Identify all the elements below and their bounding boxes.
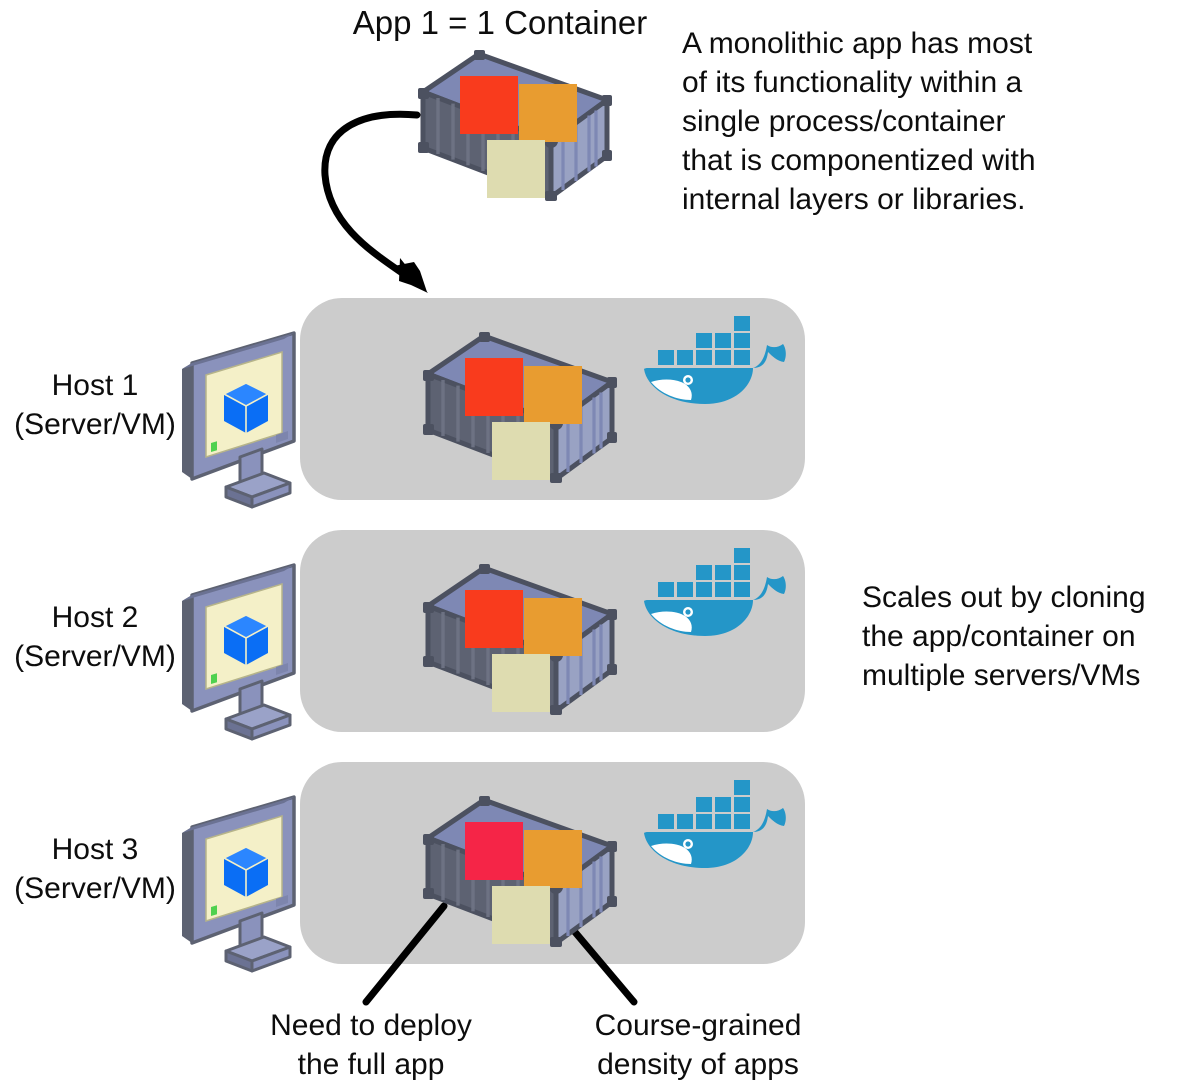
- app-block-red: [460, 76, 518, 134]
- note-monolith: A monolithic app has most of its functio…: [682, 27, 1036, 216]
- shipping-container-icon: [423, 332, 617, 483]
- shipping-container-icon: [418, 50, 612, 201]
- app-block-orange: [524, 598, 582, 656]
- callout-deploy: Need to deploy the full app: [270, 1009, 472, 1081]
- monitor-host-icon: [180, 331, 296, 509]
- host-label-3: Host 3 (Server/VM): [0, 830, 190, 908]
- host-label-2-sub: (Server/VM): [14, 640, 176, 673]
- app-block-cream: [487, 140, 545, 198]
- host-label-1-name: Host 1: [51, 369, 139, 402]
- docker-whale-icon: [644, 548, 786, 636]
- page-title: App 1 = 1 Container: [352, 4, 648, 41]
- app-block-red: [465, 590, 523, 648]
- host-label-1-sub: (Server/VM): [14, 408, 176, 441]
- host-label-2: Host 2 (Server/VM): [0, 598, 190, 676]
- app-block-red: [465, 822, 523, 880]
- app-block-cream: [492, 422, 550, 480]
- host-label-3-sub: (Server/VM): [14, 872, 176, 905]
- host-label-3-name: Host 3: [51, 833, 139, 866]
- docker-whale-icon: [644, 780, 786, 868]
- monitor-host-icon: [180, 563, 296, 741]
- host-label-2-name: Host 2: [51, 601, 139, 634]
- app-block-orange: [519, 84, 577, 142]
- app-block-cream: [492, 654, 550, 712]
- callout-density: Course-grained density of apps: [594, 1009, 802, 1081]
- app-block-cream: [492, 886, 550, 944]
- app-block-orange: [524, 366, 582, 424]
- curved-arrow-icon: [321, 110, 428, 293]
- monitor-host-icon: [180, 795, 296, 973]
- note-scale-out: Scales out by cloning the app/container …: [862, 581, 1146, 692]
- docker-whale-icon: [644, 316, 786, 404]
- host-label-1: Host 1 (Server/VM): [0, 366, 190, 444]
- shipping-container-icon: [423, 564, 617, 715]
- app-block-orange: [524, 830, 582, 888]
- app-block-red: [465, 358, 523, 416]
- shipping-container-icon: [423, 796, 617, 947]
